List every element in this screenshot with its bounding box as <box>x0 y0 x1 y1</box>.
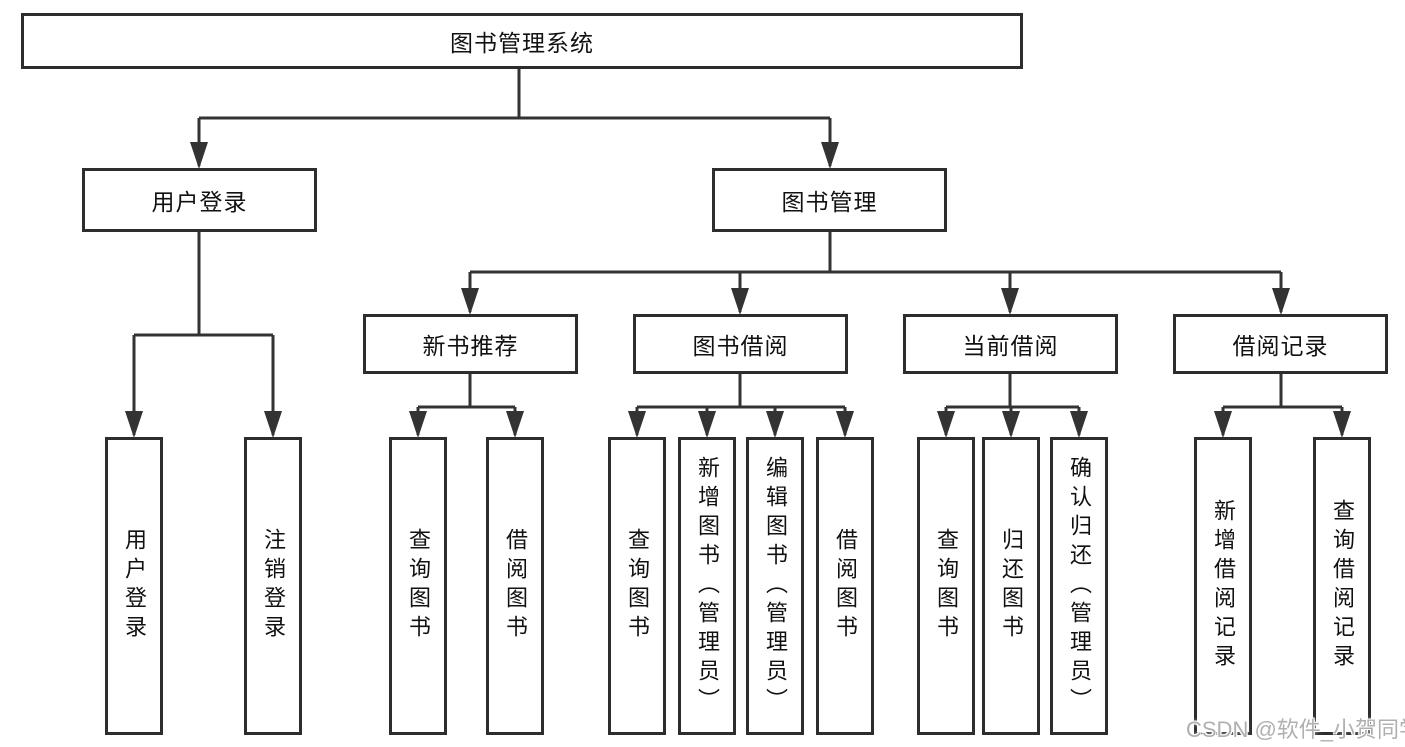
leaf-node-label: 查询图书 <box>934 528 959 644</box>
arrow-down-icon <box>731 288 749 315</box>
leaf-node-label: 新增借阅记录 <box>1211 499 1236 673</box>
leaf-node-return-books: 归还图书 <box>982 437 1040 735</box>
leaf-node-borrow-books: 借阅图书 <box>816 437 874 735</box>
leaf-node-label: 查询图书 <box>406 528 431 644</box>
arrow-down-icon <box>264 411 282 438</box>
arrow-down-icon <box>190 142 208 169</box>
arrow-down-icon <box>409 411 427 438</box>
arrow-down-icon <box>1272 288 1290 315</box>
leaf-node-label: 编辑图书（管理员） <box>763 455 788 717</box>
leaf-node-label: 查询图书 <box>625 528 650 644</box>
leaf-node-label: 新增图书（管理员） <box>695 455 720 717</box>
module-node-current-borrow: 当前借阅 <box>903 314 1118 374</box>
user-login-branch-lines <box>132 232 275 435</box>
module-node-new-book-recommend: 新书推荐 <box>363 314 578 374</box>
leaf-node-label: 查询借阅记录 <box>1330 499 1355 673</box>
module-node-label: 当前借阅 <box>962 333 1059 359</box>
module-node-borrow-records: 借阅记录 <box>1173 314 1388 374</box>
book-management-branch-lines <box>468 232 1283 312</box>
branch-node-label: 图书管理 <box>781 189 878 215</box>
book-borrow-lines <box>635 374 847 435</box>
leaf-node-label: 用户登录 <box>122 528 147 644</box>
csdn-watermark: CSDN @软件_小贺同学 <box>1186 717 1405 742</box>
module-node-book-borrow: 图书借阅 <box>633 314 848 374</box>
root-node-label: 图书管理系统 <box>450 30 594 56</box>
branch-node-book-management: 图书管理 <box>712 168 947 232</box>
arrow-down-icon <box>937 411 955 438</box>
arrow-down-icon <box>125 411 143 438</box>
leaf-node-user-login: 用户登录 <box>105 437 163 735</box>
leaf-node-add-books-admin: 新增图书（管理员） <box>678 437 736 735</box>
arrow-down-icon <box>1214 411 1232 438</box>
arrow-down-icon <box>821 142 839 169</box>
leaf-node-label: 确认归还（管理员） <box>1067 455 1092 717</box>
borrow-records-lines <box>1221 374 1344 435</box>
leaf-node-logout: 注销登录 <box>244 437 302 735</box>
leaf-node-query-books-current: 查询图书 <box>917 437 975 735</box>
arrow-down-icon <box>628 411 646 438</box>
leaf-node-label: 借阅图书 <box>833 528 858 644</box>
leaf-node-label: 借阅图书 <box>503 528 528 644</box>
leaf-node-add-borrow-record: 新增借阅记录 <box>1194 437 1252 735</box>
module-node-label: 图书借阅 <box>692 333 789 359</box>
arrow-down-icon <box>836 411 854 438</box>
root-stem-line <box>197 69 832 166</box>
current-borrow-lines <box>944 374 1081 435</box>
leaf-node-confirm-return-admin: 确认归还（管理员） <box>1050 437 1108 735</box>
leaf-node-query-borrow-record: 查询借阅记录 <box>1313 437 1371 735</box>
branch-node-user-login: 用户登录 <box>82 168 317 232</box>
leaf-node-query-books-recommend: 查询图书 <box>389 437 447 735</box>
leaf-node-label: 注销登录 <box>261 528 286 644</box>
branch-node-label: 用户登录 <box>151 189 248 215</box>
arrow-down-icon <box>1070 411 1088 438</box>
arrow-down-icon <box>506 411 524 438</box>
arrow-down-icon <box>766 411 784 438</box>
new-book-recommend-lines <box>416 374 517 435</box>
root-node-system: 图书管理系统 <box>21 13 1023 69</box>
leaf-node-borrow-books-recommend: 借阅图书 <box>486 437 544 735</box>
arrow-down-icon <box>1002 411 1020 438</box>
arrow-down-icon <box>1333 411 1351 438</box>
leaf-node-label: 归还图书 <box>999 528 1024 644</box>
module-node-label: 新书推荐 <box>422 333 519 359</box>
arrow-down-icon <box>698 411 716 438</box>
arrow-down-icon <box>1001 288 1019 315</box>
leaf-node-edit-books-admin: 编辑图书（管理员） <box>746 437 804 735</box>
leaf-node-query-books-borrow: 查询图书 <box>608 437 666 735</box>
module-node-label: 借阅记录 <box>1232 333 1329 359</box>
arrow-down-icon <box>461 288 479 315</box>
